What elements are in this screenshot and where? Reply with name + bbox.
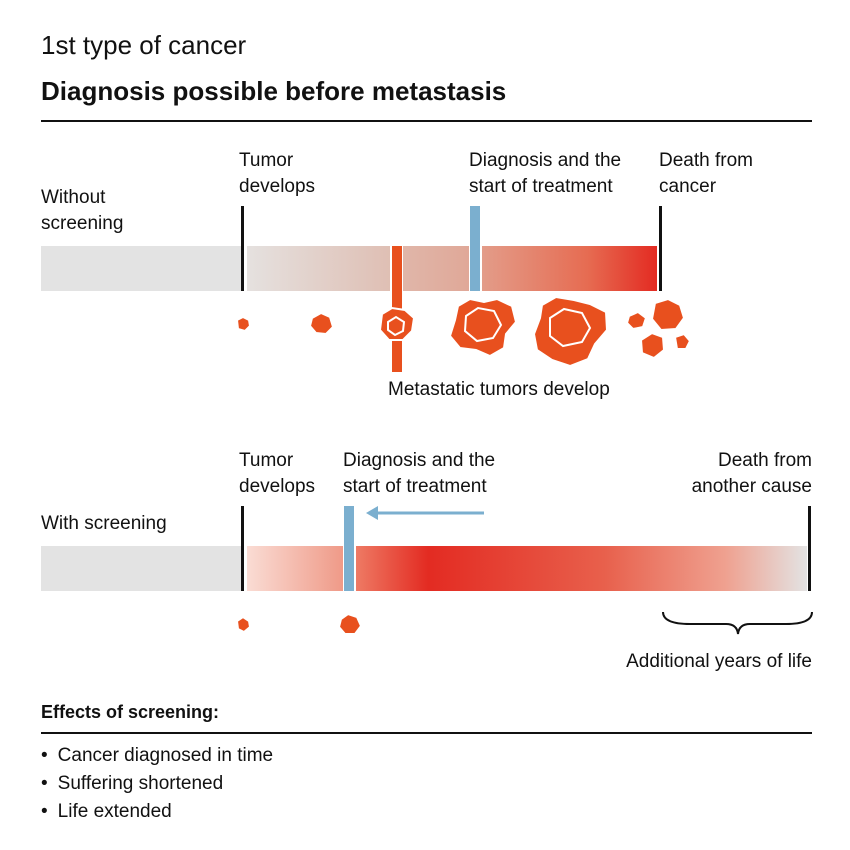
supertitle: 1st type of cancer bbox=[41, 30, 247, 60]
metastasis-period bbox=[403, 246, 469, 291]
list-item: Suffering shortened bbox=[41, 770, 273, 798]
timeline-without-screening bbox=[41, 206, 692, 372]
tumor-blob-icon bbox=[639, 331, 666, 360]
tumor-period bbox=[247, 246, 390, 291]
tumor-blob-icon bbox=[308, 311, 335, 336]
effects-heading: Effects of screening: bbox=[41, 702, 220, 722]
tumor-blob-icon bbox=[337, 612, 363, 635]
healthy-period bbox=[41, 546, 242, 591]
diagnosis-marker bbox=[470, 206, 480, 291]
brace-icon bbox=[662, 611, 813, 635]
tumor-blob-icon bbox=[625, 310, 648, 331]
tumor-period bbox=[247, 546, 343, 591]
death-marker bbox=[808, 506, 811, 591]
list-item: Life extended bbox=[41, 798, 273, 826]
list-item: Cancer diagnosed in time bbox=[41, 742, 273, 770]
tumor-blob-icon bbox=[448, 297, 518, 358]
tumor-blob-icon bbox=[532, 295, 609, 368]
treatment-period bbox=[482, 246, 657, 291]
tumor-blob-icon bbox=[235, 615, 252, 634]
death-label: Death from cancer bbox=[659, 150, 753, 197]
tumor-blob-icon bbox=[673, 332, 692, 350]
tumor-marker bbox=[241, 206, 244, 291]
tumor-blob-icon bbox=[378, 306, 416, 341]
tumor-marker bbox=[241, 506, 244, 591]
arrow-left-icon bbox=[366, 506, 484, 520]
diagnosis-label: Diagnosis and the start of treatment bbox=[343, 450, 496, 497]
tumor-blob-icon bbox=[650, 297, 686, 332]
healthy-period bbox=[41, 246, 242, 291]
death-marker bbox=[659, 206, 662, 291]
diagnosis-label: Diagnosis and the start of treatment bbox=[469, 150, 622, 197]
effects-divider bbox=[41, 732, 812, 734]
additional-years-label: Additional years of life bbox=[626, 651, 812, 672]
title-divider bbox=[41, 120, 812, 122]
page-title: Diagnosis possible before metastasis bbox=[41, 76, 507, 106]
row-label-without-screening: Without screening bbox=[41, 187, 124, 234]
diagnosis-marker bbox=[344, 506, 354, 591]
tumor-develops-label: Tumor develops bbox=[239, 150, 316, 197]
timeline-with-screening bbox=[41, 506, 813, 635]
treatment-period bbox=[356, 546, 807, 591]
tumor-develops-label: Tumor develops bbox=[239, 450, 316, 497]
metastasis-label: Metastatic tumors develop bbox=[388, 379, 610, 400]
tumor-blob-icon bbox=[235, 315, 252, 333]
death-label: Death from another cause bbox=[691, 450, 812, 497]
effects-list: Cancer diagnosed in time Suffering short… bbox=[41, 742, 273, 826]
row-label-with-screening: With screening bbox=[41, 513, 167, 534]
